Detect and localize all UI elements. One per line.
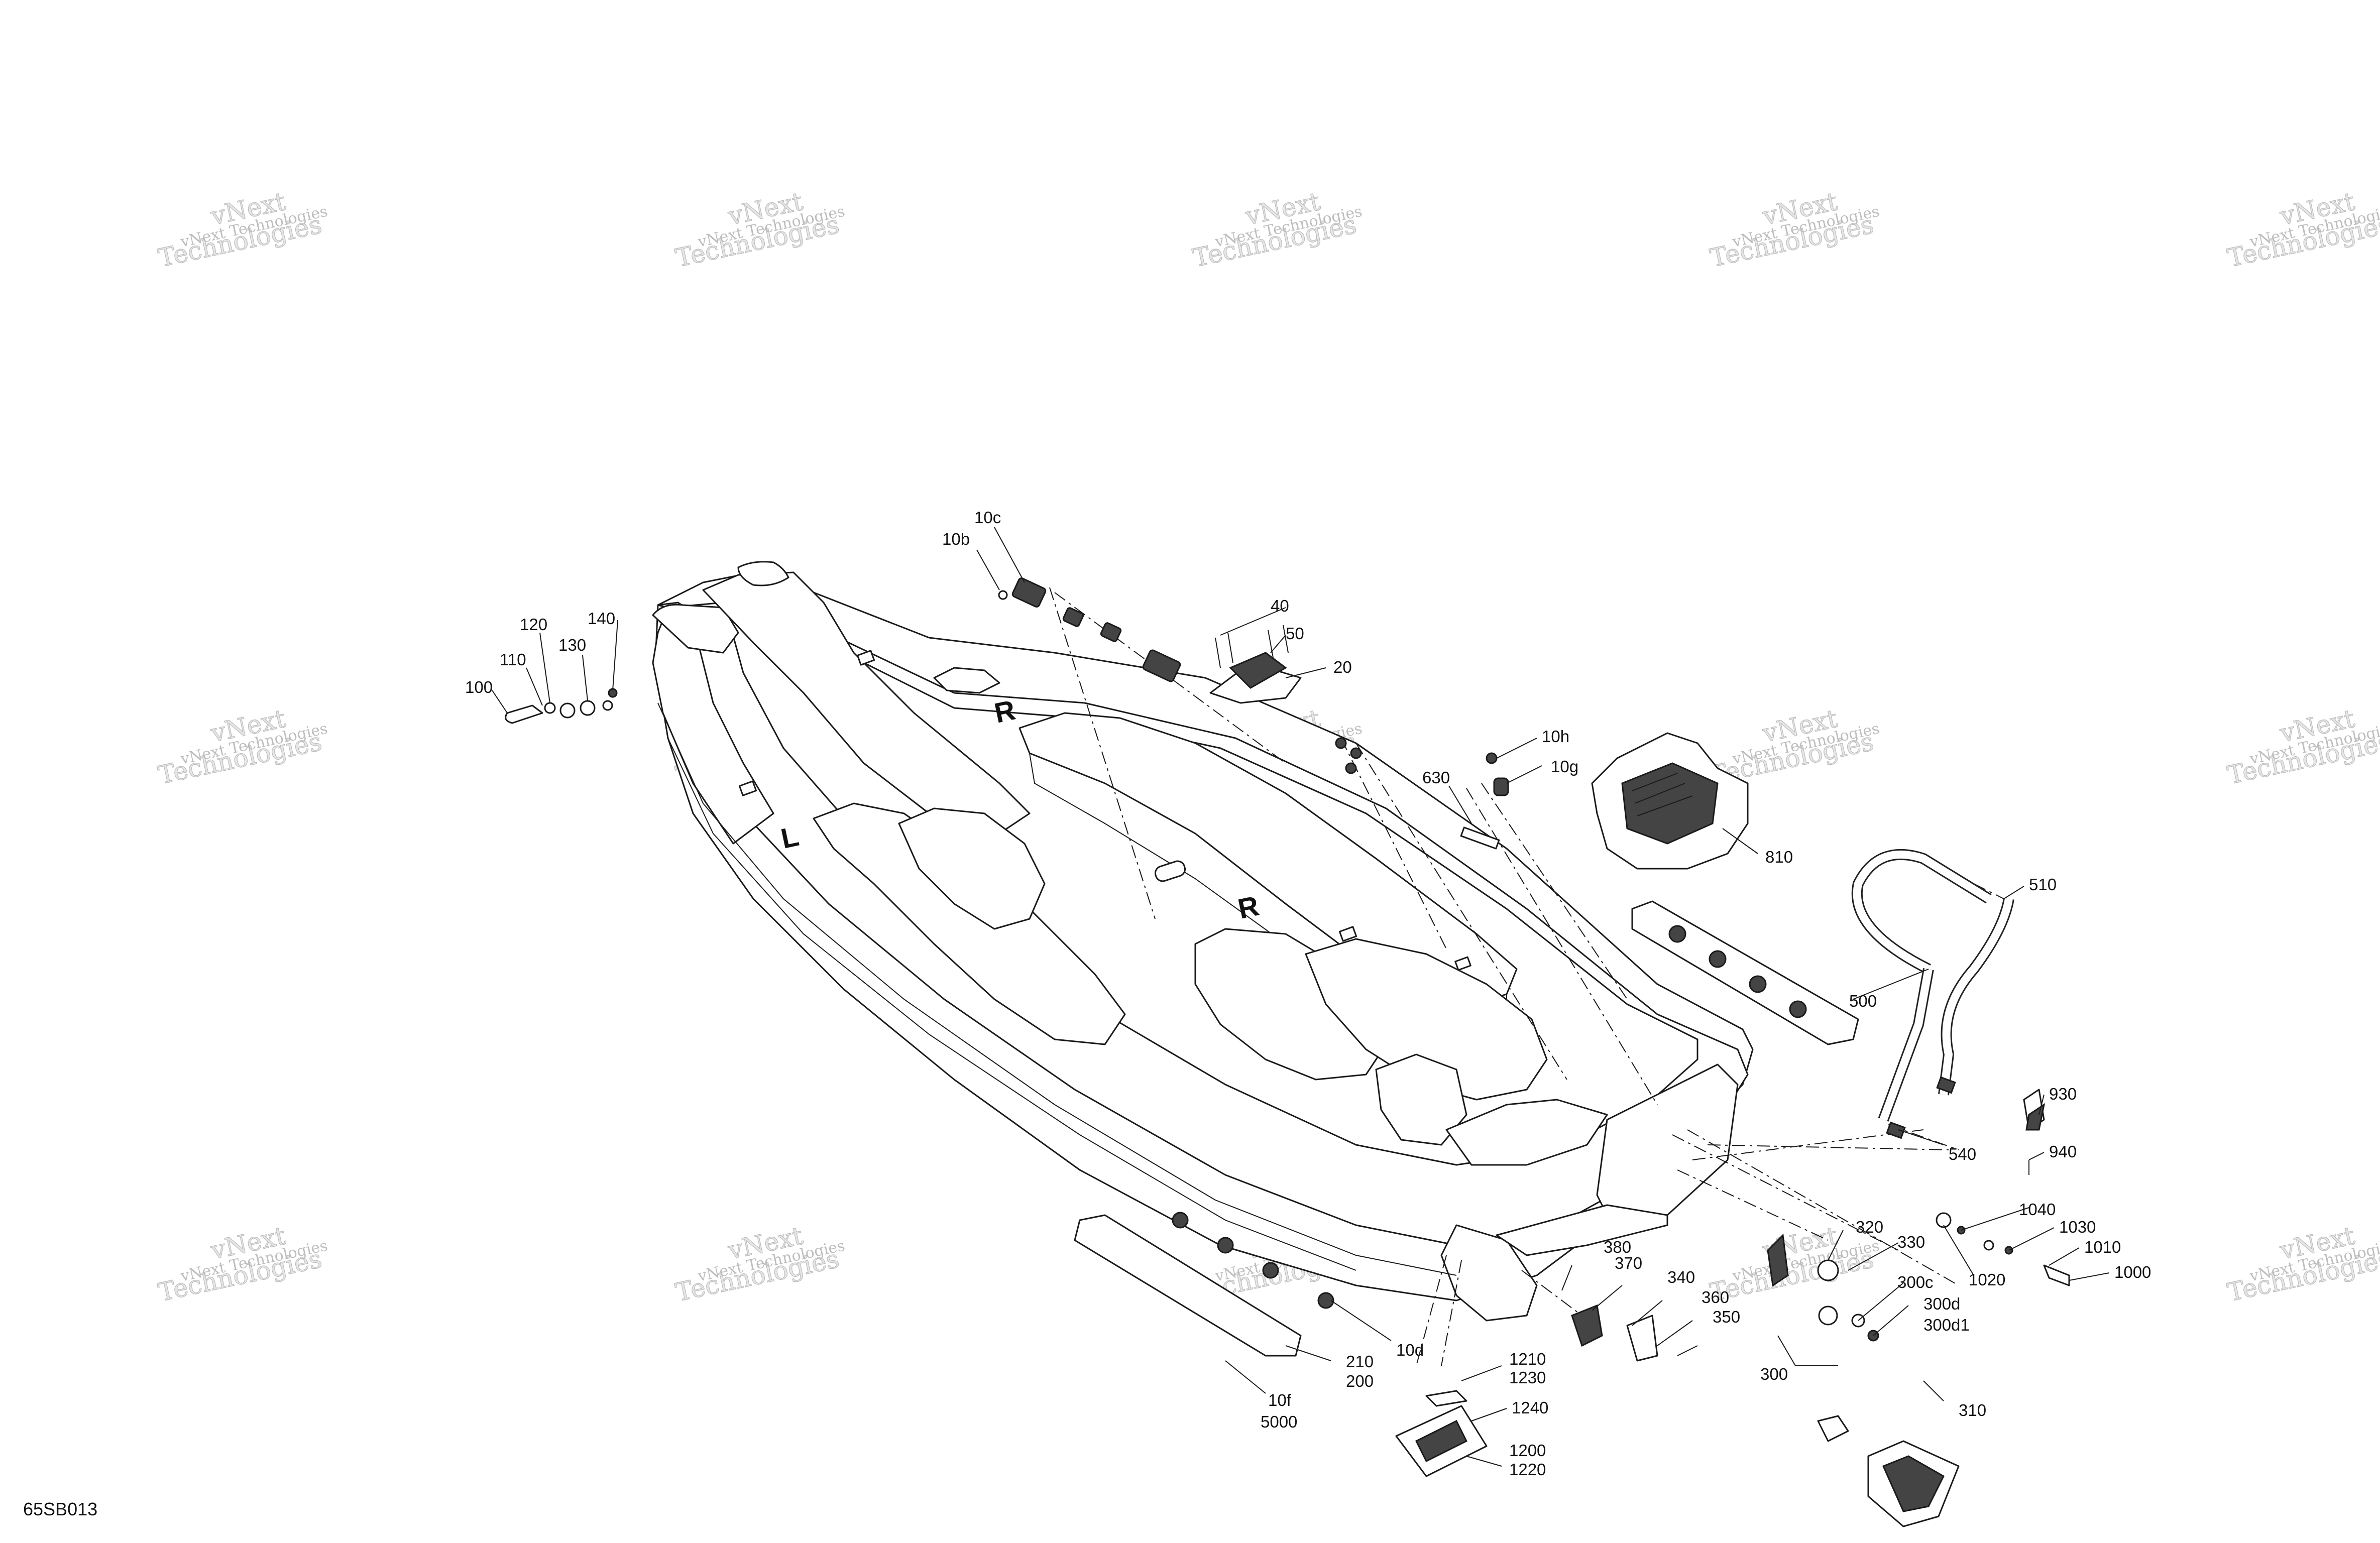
watermark: Technologies vNext vNext Technologies (672, 186, 846, 273)
callout-540: 540 (1949, 1145, 1976, 1163)
hull-bracket (738, 780, 757, 796)
callout-10c: 10c (974, 508, 1001, 527)
callout-10g: 10g (1551, 757, 1578, 776)
callout-100: 100 (465, 678, 493, 696)
cleat-1000 (1936, 1212, 2070, 1286)
hull-strake-1 (657, 702, 1457, 1276)
watermark: Technologies vNext vNext Technologies (2224, 703, 2380, 790)
callout-300c: 300c (1897, 1273, 1934, 1291)
callout-360: 360 (1702, 1288, 1729, 1307)
callout-labels: 10c 10b 40 50 20 140 120 130 110 100 10h… (465, 508, 2151, 1479)
watermark: Technologies vNext vNext Technologies (155, 703, 329, 790)
callout-20: 20 (1333, 658, 1352, 676)
hull-bow-cap (652, 604, 739, 654)
callout-330: 330 (1897, 1233, 1925, 1251)
callout-320: 320 (1856, 1218, 1883, 1236)
callout-630: 630 (1422, 768, 1450, 787)
callout-50: 50 (1286, 624, 1304, 643)
bracket-20 (1209, 625, 1302, 704)
bracket-930 (2023, 1089, 2046, 1175)
watermark: Technologies vNext vNext Technologies (155, 186, 329, 273)
callout-40: 40 (1271, 597, 1289, 615)
side-rail-left (1074, 1212, 1334, 1357)
clip (1062, 607, 1084, 627)
callout-500: 500 (1849, 992, 1877, 1010)
callout-510: 510 (2029, 875, 2057, 894)
callout-10f: 10f (1268, 1391, 1292, 1409)
bracket-340 (1571, 1304, 1658, 1362)
callout-380: 380 (1604, 1238, 1631, 1256)
step-1200 (1395, 1390, 1488, 1477)
hull-bracket (1338, 926, 1357, 942)
callout-10d: 10d (1396, 1341, 1424, 1359)
cover-810 (1591, 732, 1749, 870)
fitting-300 (1767, 1233, 1879, 1342)
callout-1030: 1030 (2059, 1218, 2096, 1236)
watermark: Technologies vNext vNext Technologies (1707, 186, 1881, 273)
callout-1230: 1230 (1509, 1368, 1546, 1387)
callout-300d1: 300d1 (1923, 1316, 1970, 1334)
callout-300d: 300d (1923, 1294, 1960, 1313)
callout-10h: 10h (1542, 727, 1569, 746)
hull-center-console (1018, 712, 1518, 1010)
callout-120: 120 (520, 615, 547, 634)
callout-1010: 1010 (2084, 1238, 2121, 1256)
hull-front-storage (702, 571, 1031, 845)
callout-1220: 1220 (1509, 1460, 1546, 1479)
callout-940: 940 (2049, 1142, 2077, 1161)
callout-340: 340 (1667, 1268, 1695, 1286)
callout-300: 300 (1760, 1365, 1788, 1383)
callout-1200: 1200 (1509, 1441, 1546, 1460)
hull-bracket (1454, 956, 1471, 971)
hull-keel-bottom (1496, 1204, 1668, 1256)
hull-bracket (856, 650, 875, 666)
step-310 (1817, 1415, 1960, 1527)
callout-310: 310 (1959, 1401, 1986, 1419)
hull-stern-pod (1440, 1224, 1538, 1322)
watermark: Technologies vNext vNext Technologies (672, 1221, 846, 1308)
hull-aft-deck (1445, 1099, 1608, 1166)
callout-210: 210 (1346, 1352, 1374, 1371)
watermark: Technologies vNext vNext Technologies (155, 1221, 329, 1308)
callout-930: 930 (2049, 1085, 2077, 1103)
hull-strake-2 (667, 738, 1356, 1271)
callout-1240: 1240 (1512, 1398, 1548, 1417)
hull-bow-tank (737, 561, 789, 586)
fitting-10g (1335, 737, 1509, 850)
callout-10b: 10b (942, 530, 970, 548)
clip (1100, 622, 1122, 642)
assembly-lines (1049, 587, 2004, 1366)
clip-10c (1011, 577, 1047, 608)
callout-1020: 1020 (1969, 1270, 2005, 1289)
clip (1142, 649, 1181, 682)
callout-350: 350 (1713, 1308, 1740, 1326)
callout-5000: 5000 (1261, 1412, 1297, 1431)
watermark: Technologies vNext vNext Technologies (2224, 186, 2380, 273)
side-rail-right (1631, 900, 1859, 1045)
hull-rear-well (1305, 938, 1548, 1101)
hull-vent-grille (1154, 860, 1186, 882)
strap-100 (505, 688, 618, 724)
clip-row-10c (998, 577, 1181, 682)
callout-1000: 1000 (2114, 1263, 2151, 1281)
callout-130: 130 (558, 636, 586, 654)
screw-10b (998, 590, 1008, 600)
hull-illustration: R R L (652, 561, 1754, 1322)
callout-110: 110 (500, 650, 526, 669)
watermark: Technologies vNext vNext Technologies (1190, 186, 1364, 273)
callout-140: 140 (588, 609, 615, 628)
callout-1040: 1040 (2019, 1200, 2056, 1219)
diagram-code: 65SB013 (23, 1499, 97, 1519)
watermark: Technologies vNext vNext Technologies (2224, 1221, 2380, 1308)
hull-storage-box (933, 667, 1000, 694)
callout-1210: 1210 (1509, 1350, 1546, 1368)
hose-500 (1851, 849, 2014, 1139)
hull-transom (1596, 1063, 1739, 1236)
callout-370: 370 (1615, 1254, 1642, 1272)
leader-lines (492, 527, 2110, 1467)
hull-seat-pan (898, 807, 1046, 930)
callout-200: 200 (1346, 1372, 1374, 1390)
callout-810: 810 (1765, 848, 1793, 866)
